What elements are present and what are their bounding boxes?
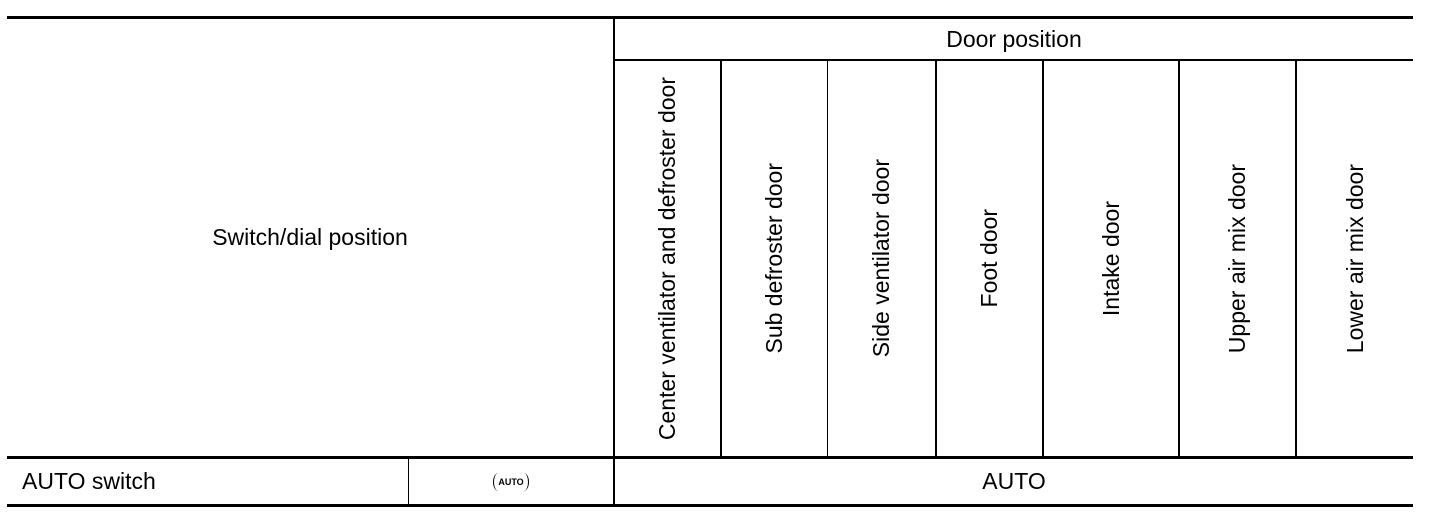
column-header-side-ventilator-door: Side ventilator door [828,61,935,456]
switch-dial-position-label: Switch/dial position [212,224,408,250]
column-label: Foot door [976,209,1002,308]
column-label: Center ventilator and defroster door [654,76,680,441]
column-header-center-ventilator-defroster-door: Center ventilator and defroster door [615,61,720,456]
column-label: Sub defroster door [761,163,787,354]
column-label: Side ventilator door [868,159,894,358]
door-position-value: AUTO [982,468,1046,494]
switch-name: AUTO switch [22,468,156,494]
column-label: Upper air mix door [1224,163,1250,354]
row-switch-divider [408,458,409,505]
door-position-header: Door position [615,19,1413,59]
column-header-lower-air-mix-door: Lower air mix door [1297,61,1413,456]
table-row-auto-switch-symbol: AUTO [409,459,613,504]
column-divider [935,60,937,457]
column-label: Intake door [1097,200,1124,317]
column-divider [1042,60,1044,457]
header-bottom-rule [7,456,1413,459]
column-label: Lower air mix door [1341,163,1368,354]
column-divider [827,60,828,457]
door-position-label: Door position [946,25,1082,52]
column-header-intake-door: Intake door [1044,61,1178,456]
door-position-header-rule [614,59,1413,61]
main-column-divider [613,17,615,506]
table-top-rule [7,16,1413,19]
column-header-upper-air-mix-door: Upper air mix door [1180,61,1295,456]
auto-button-icon: AUTO [493,472,529,491]
column-header-foot-door: Foot door [937,61,1042,456]
table-bottom-rule [7,504,1413,507]
column-divider [1178,60,1180,457]
table-row-auto-switch-label: AUTO switch [7,459,408,504]
switch-dial-position-header: Switch/dial position [7,19,613,456]
column-divider [720,60,722,457]
column-header-sub-defroster-door: Sub defroster door [722,61,827,456]
column-divider [1295,60,1297,457]
table-row-auto-switch-value: AUTO [615,459,1413,504]
